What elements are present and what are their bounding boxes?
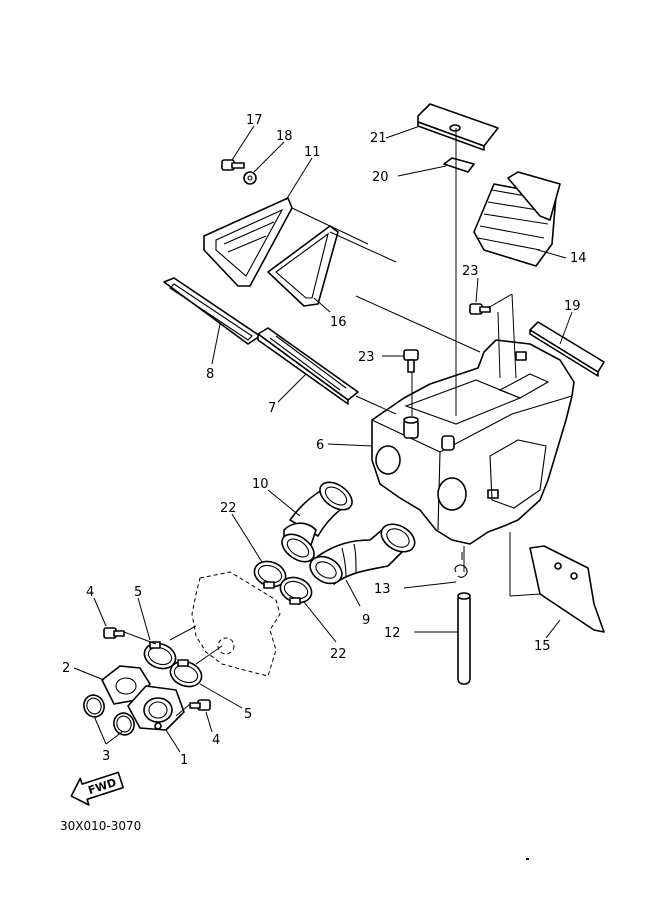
callout-4-upper: 4 — [86, 585, 94, 600]
callout-leaders — [73, 125, 573, 753]
part-1-carb-joint — [127, 685, 185, 731]
callout-22-right: 22 — [330, 647, 347, 662]
part-22-clamp-right — [279, 576, 313, 605]
part-12-drain-hose — [457, 592, 471, 685]
callout-23-upper: 23 — [462, 264, 479, 279]
part-21-plate — [417, 103, 499, 151]
part-16-gasket — [267, 225, 339, 307]
diagram-code: 30X010-3070 — [60, 819, 141, 833]
callout-5-upper: 5 — [134, 585, 142, 600]
part-3-o-ring-upper — [83, 694, 105, 718]
part-5-clamp-upper — [143, 641, 177, 670]
engine-outline — [191, 571, 281, 677]
part-20-pad — [443, 157, 475, 173]
callout-4-lower: 4 — [212, 733, 220, 748]
callout-21: 21 — [370, 131, 387, 146]
part-6-air-box — [371, 339, 575, 545]
part-15-cover — [529, 545, 605, 633]
part-4-bolt-lower — [189, 699, 211, 711]
part-23-bolt-lower — [403, 349, 419, 373]
callout-7: 7 — [268, 401, 276, 416]
callout-2: 2 — [62, 661, 70, 676]
callout-22-left: 22 — [220, 501, 237, 516]
callout-5-lower: 5 — [244, 707, 252, 722]
callout-16: 16 — [330, 315, 347, 330]
part-18-washer — [243, 171, 257, 185]
corner-mark — [526, 858, 529, 860]
part-14-intake-duct — [473, 171, 561, 267]
part-23-bolt-upper — [469, 303, 491, 315]
part-10-joint — [281, 481, 353, 563]
part-11-filter-frame — [203, 197, 293, 287]
fwd-arrow: FWD — [70, 771, 124, 806]
callout-23-lower: 23 — [358, 350, 375, 365]
callout-15: 15 — [534, 639, 551, 654]
callout-6: 6 — [316, 438, 324, 453]
part-3-o-ring-lower — [113, 712, 135, 736]
callout-18: 18 — [276, 129, 293, 144]
callout-8: 8 — [206, 367, 214, 382]
callout-19: 19 — [564, 299, 581, 314]
part-5-clamp-lower — [169, 659, 203, 688]
callout-10: 10 — [252, 477, 269, 492]
callout-12: 12 — [384, 626, 401, 641]
callout-1: 1 — [180, 753, 188, 768]
callout-labels: 17 18 11 21 20 14 23 19 16 8 7 23 6 10 2… — [62, 113, 587, 768]
assembly-lines — [123, 128, 541, 717]
callout-3: 3 — [102, 749, 110, 764]
part-8-filter-sheet — [163, 277, 261, 345]
part-13-clip — [454, 552, 468, 578]
callout-13: 13 — [374, 582, 391, 597]
part-19-foam-strip — [529, 321, 605, 377]
part-4-bolt-upper — [103, 627, 125, 639]
callout-11: 11 — [304, 145, 321, 160]
callout-20: 20 — [372, 170, 389, 185]
part-9-joint — [309, 523, 416, 585]
callout-17: 17 — [246, 113, 263, 128]
callout-9: 9 — [362, 613, 370, 628]
part-17-bolt — [221, 159, 245, 171]
callout-14: 14 — [570, 251, 587, 266]
part-7-filter-element — [257, 327, 359, 405]
